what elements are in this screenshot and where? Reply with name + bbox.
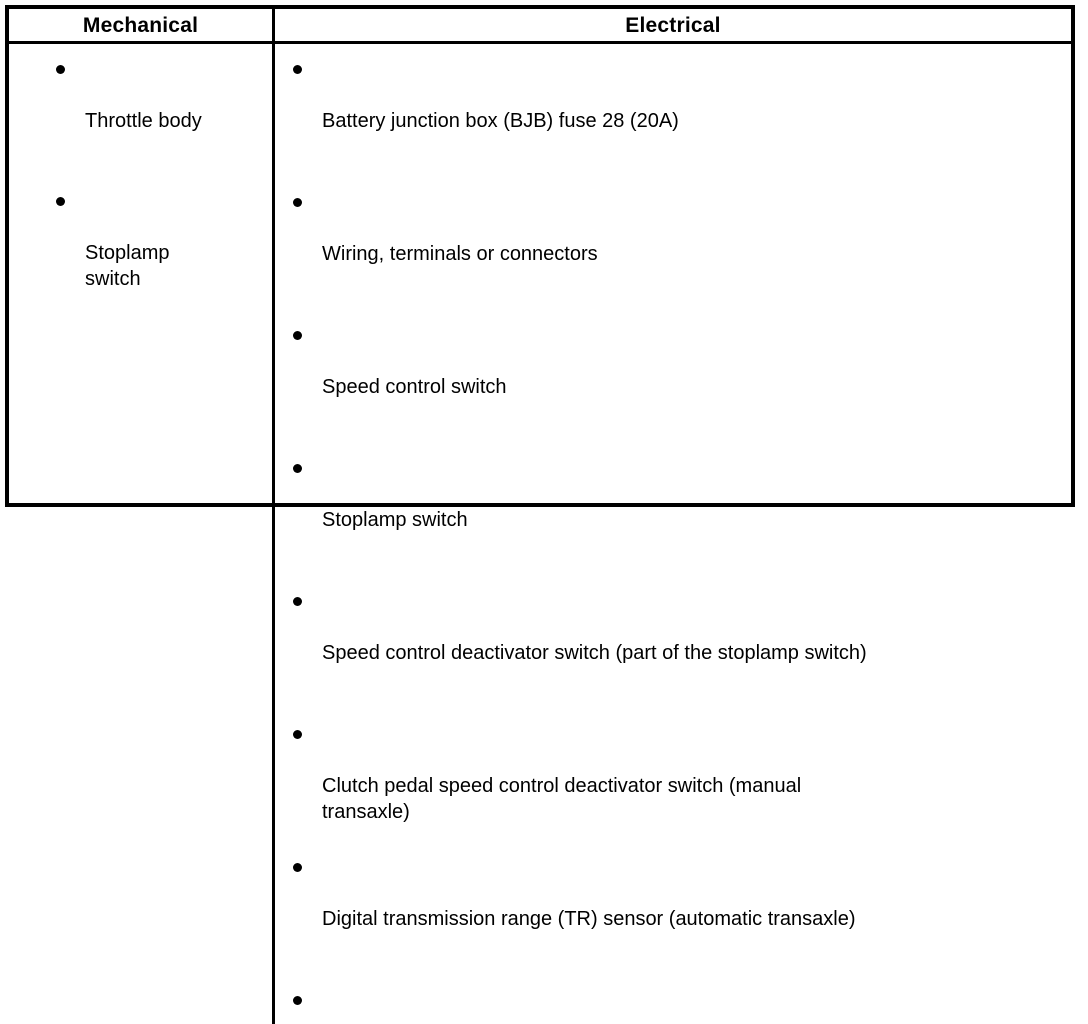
- list-item: Stoplamp switch: [56, 188, 272, 318]
- table-body-row: Throttle body Stoplamp switch Battery ju…: [9, 44, 1071, 1024]
- column-header-electrical: Electrical: [625, 13, 721, 37]
- list-item: Speed control deactivator switch (part o…: [293, 588, 1071, 692]
- bullet-icon: [293, 597, 302, 606]
- list-item: Speed control switch: [293, 322, 1071, 426]
- list-item: Battery junction box (BJB) fuse 28 (20A): [293, 56, 1071, 160]
- list-item: Digital transmission range (TR) sensor (…: [293, 854, 1071, 958]
- list-item-label: Digital transmission range (TR) sensor (…: [322, 908, 856, 930]
- list-item-label: Clutch pedal speed control deactivator s…: [322, 775, 802, 823]
- mechanical-item-list: Throttle body Stoplamp switch: [9, 44, 272, 318]
- list-item: Throttle body: [56, 56, 272, 160]
- bullet-icon: [293, 331, 302, 340]
- list-item: Wiring, terminals or connectors: [293, 189, 1071, 293]
- list-item-label: Stoplamp switch: [85, 242, 170, 290]
- table-header-row: Mechanical Electrical: [9, 9, 1071, 44]
- list-item-label: Battery junction box (BJB) fuse 28 (20A): [322, 110, 679, 132]
- list-item-label: Wiring, terminals or connectors: [322, 243, 598, 265]
- list-item: PCM: [293, 987, 1071, 1024]
- table-body-cell-electrical: Battery junction box (BJB) fuse 28 (20A)…: [275, 44, 1071, 1024]
- list-item-label: Stoplamp switch: [322, 509, 468, 531]
- bullet-icon: [56, 197, 65, 206]
- bullet-icon: [293, 730, 302, 739]
- bullet-icon: [293, 198, 302, 207]
- list-item: Stoplamp switch: [293, 455, 1071, 559]
- table-header-cell-mechanical: Mechanical: [9, 9, 275, 41]
- list-item: Clutch pedal speed control deactivator s…: [293, 721, 1071, 851]
- bullet-icon: [293, 863, 302, 872]
- list-item-label: Speed control deactivator switch (part o…: [322, 642, 867, 664]
- column-header-mechanical: Mechanical: [82, 13, 199, 37]
- electrical-item-list: Battery junction box (BJB) fuse 28 (20A)…: [275, 44, 1071, 1024]
- bullet-icon: [293, 464, 302, 473]
- bullet-icon: [293, 996, 302, 1005]
- bullet-icon: [293, 65, 302, 74]
- list-item-label: Speed control switch: [322, 376, 507, 398]
- component-table: Mechanical Electrical Throttle body Stop…: [5, 5, 1075, 1024]
- list-item-label: Throttle body: [85, 110, 202, 132]
- table-header-cell-electrical: Electrical: [275, 9, 1071, 41]
- bullet-icon: [56, 65, 65, 74]
- page-root: Mechanical Electrical Throttle body Stop…: [5, 5, 1075, 1024]
- table-body-cell-mechanical: Throttle body Stoplamp switch: [9, 44, 275, 1024]
